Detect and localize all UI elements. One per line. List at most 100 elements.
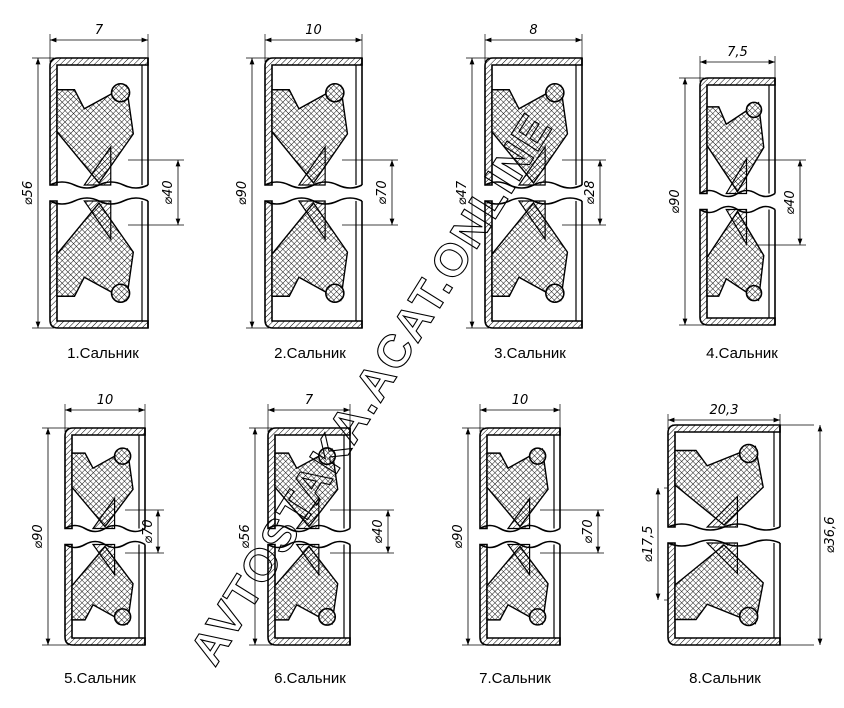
spring-icon xyxy=(325,283,345,304)
width-dimension: 7,5 xyxy=(727,45,748,60)
seal-lower-section xyxy=(484,197,583,329)
spring-icon xyxy=(113,608,132,626)
dimensions: 10 ⌀90 ⌀70 xyxy=(235,23,398,329)
seal-upper-section xyxy=(49,57,149,189)
width-dimension: 7 xyxy=(95,23,104,38)
break-line xyxy=(64,540,146,549)
dimensions: 10⌀90⌀70 xyxy=(451,393,604,646)
rubber-lip xyxy=(706,101,765,193)
metal-case xyxy=(267,427,351,530)
metal-case xyxy=(699,208,776,326)
metal-case xyxy=(49,200,149,329)
seal-caption: 1.Сальник xyxy=(67,345,139,362)
dimensions: 7⌀56⌀40 xyxy=(21,23,184,329)
rubber-lip xyxy=(56,201,135,302)
break-line xyxy=(699,205,776,214)
rubber-lip xyxy=(674,445,764,526)
spring-icon xyxy=(745,101,763,119)
break-line xyxy=(49,181,149,189)
break-line xyxy=(49,197,149,205)
dimensions: 10⌀90⌀70 xyxy=(31,393,164,646)
seal-2: 10 ⌀90 ⌀70 2.Сальник xyxy=(235,23,398,362)
spring-icon xyxy=(738,443,759,464)
dimensions: 7,5⌀90⌀40 xyxy=(668,45,806,326)
rubber-lip xyxy=(274,448,339,528)
dimensions: 7⌀56⌀40 xyxy=(238,393,394,646)
seal-5: 10⌀90⌀705.Сальник xyxy=(31,393,164,687)
inner-diameter: ⌀17,5 xyxy=(641,526,656,563)
metal-case xyxy=(479,427,561,530)
seal-lower-section xyxy=(667,539,781,646)
metal-case xyxy=(699,77,776,195)
seal-lower-section xyxy=(267,540,351,646)
rubber-lip xyxy=(56,84,135,185)
spring-icon xyxy=(318,447,337,466)
metal-case xyxy=(64,427,146,530)
seal-3: 8⌀47⌀283.Сальник xyxy=(455,23,606,362)
rubber-lip xyxy=(71,545,134,625)
seal-upper-section xyxy=(484,57,583,189)
spring-icon xyxy=(528,608,547,626)
seal-caption: 2.Сальник xyxy=(274,345,346,362)
spring-icon xyxy=(738,606,759,627)
break-line xyxy=(484,181,583,189)
outer-diameter: ⌀90 xyxy=(451,524,466,548)
metal-case xyxy=(484,200,583,329)
outer-diameter: ⌀90 xyxy=(235,181,250,205)
width-dimension: 20,3 xyxy=(710,403,739,418)
rubber-lip xyxy=(71,448,134,528)
seal-caption: 4.Сальник xyxy=(706,345,778,362)
seal-lower-section xyxy=(64,540,146,646)
rubber-lip xyxy=(706,210,765,302)
dimensions: 8⌀47⌀28 xyxy=(455,23,606,329)
rubber-lip xyxy=(491,84,569,185)
outer-diameter: ⌀47 xyxy=(455,180,470,205)
seal-upper-section xyxy=(264,57,363,189)
seal-caption: 6.Сальник xyxy=(274,670,346,687)
break-line xyxy=(264,197,363,205)
metal-case xyxy=(264,200,363,329)
seal-caption: 8.Сальник xyxy=(689,670,761,687)
seal-8: 20,3⌀36,6⌀17,58.Сальник xyxy=(641,403,838,687)
inner-diameter: ⌀70 xyxy=(141,519,156,543)
break-line xyxy=(667,539,781,547)
seal-lower-section xyxy=(699,205,776,326)
seal-6: 7⌀56⌀40 6.Сальник xyxy=(238,393,394,687)
outer-diameter: ⌀56 xyxy=(238,524,253,548)
break-line xyxy=(667,523,781,531)
rubber-lip xyxy=(271,84,349,185)
spring-icon xyxy=(110,283,131,304)
metal-case xyxy=(264,57,363,186)
spring-icon xyxy=(113,447,132,465)
break-line xyxy=(479,524,561,533)
break-line xyxy=(479,540,561,549)
rubber-lip xyxy=(486,448,549,528)
metal-case xyxy=(484,57,583,186)
spring-icon xyxy=(545,283,565,304)
seal-upper-section xyxy=(267,427,351,533)
spring-icon xyxy=(325,82,345,103)
inner-diameter: ⌀70 xyxy=(581,519,596,543)
rubber-lip xyxy=(674,544,764,625)
inner-diameter: ⌀28 xyxy=(583,180,598,204)
width-dimension: 10 xyxy=(97,393,114,408)
rubber-lip xyxy=(486,545,549,625)
seal-7: 10⌀90⌀707.Сальник xyxy=(451,393,604,687)
spring-icon xyxy=(528,447,547,465)
seal-lower-section xyxy=(49,197,149,329)
break-line xyxy=(264,181,363,189)
inner-diameter: ⌀70 xyxy=(375,180,390,204)
break-line xyxy=(64,524,146,533)
spring-icon xyxy=(745,284,763,302)
seal-1: 7⌀56⌀40 1.Сальник xyxy=(21,23,184,362)
inner-diameter: ⌀40 xyxy=(161,180,176,204)
width-dimension: 10 xyxy=(305,23,322,38)
seal-upper-section xyxy=(479,427,561,533)
seal-upper-section xyxy=(667,424,781,531)
seal-upper-section xyxy=(64,427,146,533)
outer-diameter: ⌀90 xyxy=(668,189,683,213)
seal-lower-section xyxy=(264,197,363,329)
break-line xyxy=(267,540,351,549)
